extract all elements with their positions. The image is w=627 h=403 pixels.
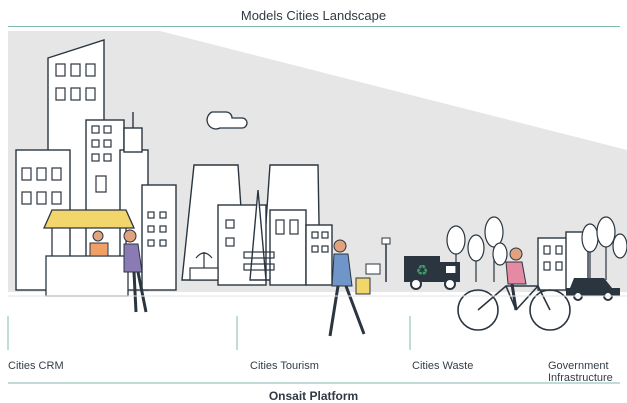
truck-icon: ♻ [404, 256, 460, 290]
top-divider [8, 26, 620, 27]
fountain [189, 252, 219, 281]
market-stall [42, 209, 136, 297]
building-small-right [141, 184, 177, 291]
cloud [206, 111, 248, 130]
section-label-crm: Cities CRM [8, 360, 64, 372]
trees [446, 216, 627, 282]
bicycle-icon [457, 285, 571, 331]
section-label-waste: Cities Waste [412, 360, 474, 372]
section-label-government: Government Infrastructure [548, 360, 613, 384]
diagram-title: Models Cities Landscape [240, 8, 387, 23]
tourist [328, 239, 371, 337]
cyclist [505, 247, 527, 311]
customer [123, 229, 137, 243]
recycle-icon: ♻ [416, 262, 429, 278]
section-label-tourism: Cities Tourism [250, 360, 319, 372]
platform-label: Onsait Platform [268, 389, 359, 403]
